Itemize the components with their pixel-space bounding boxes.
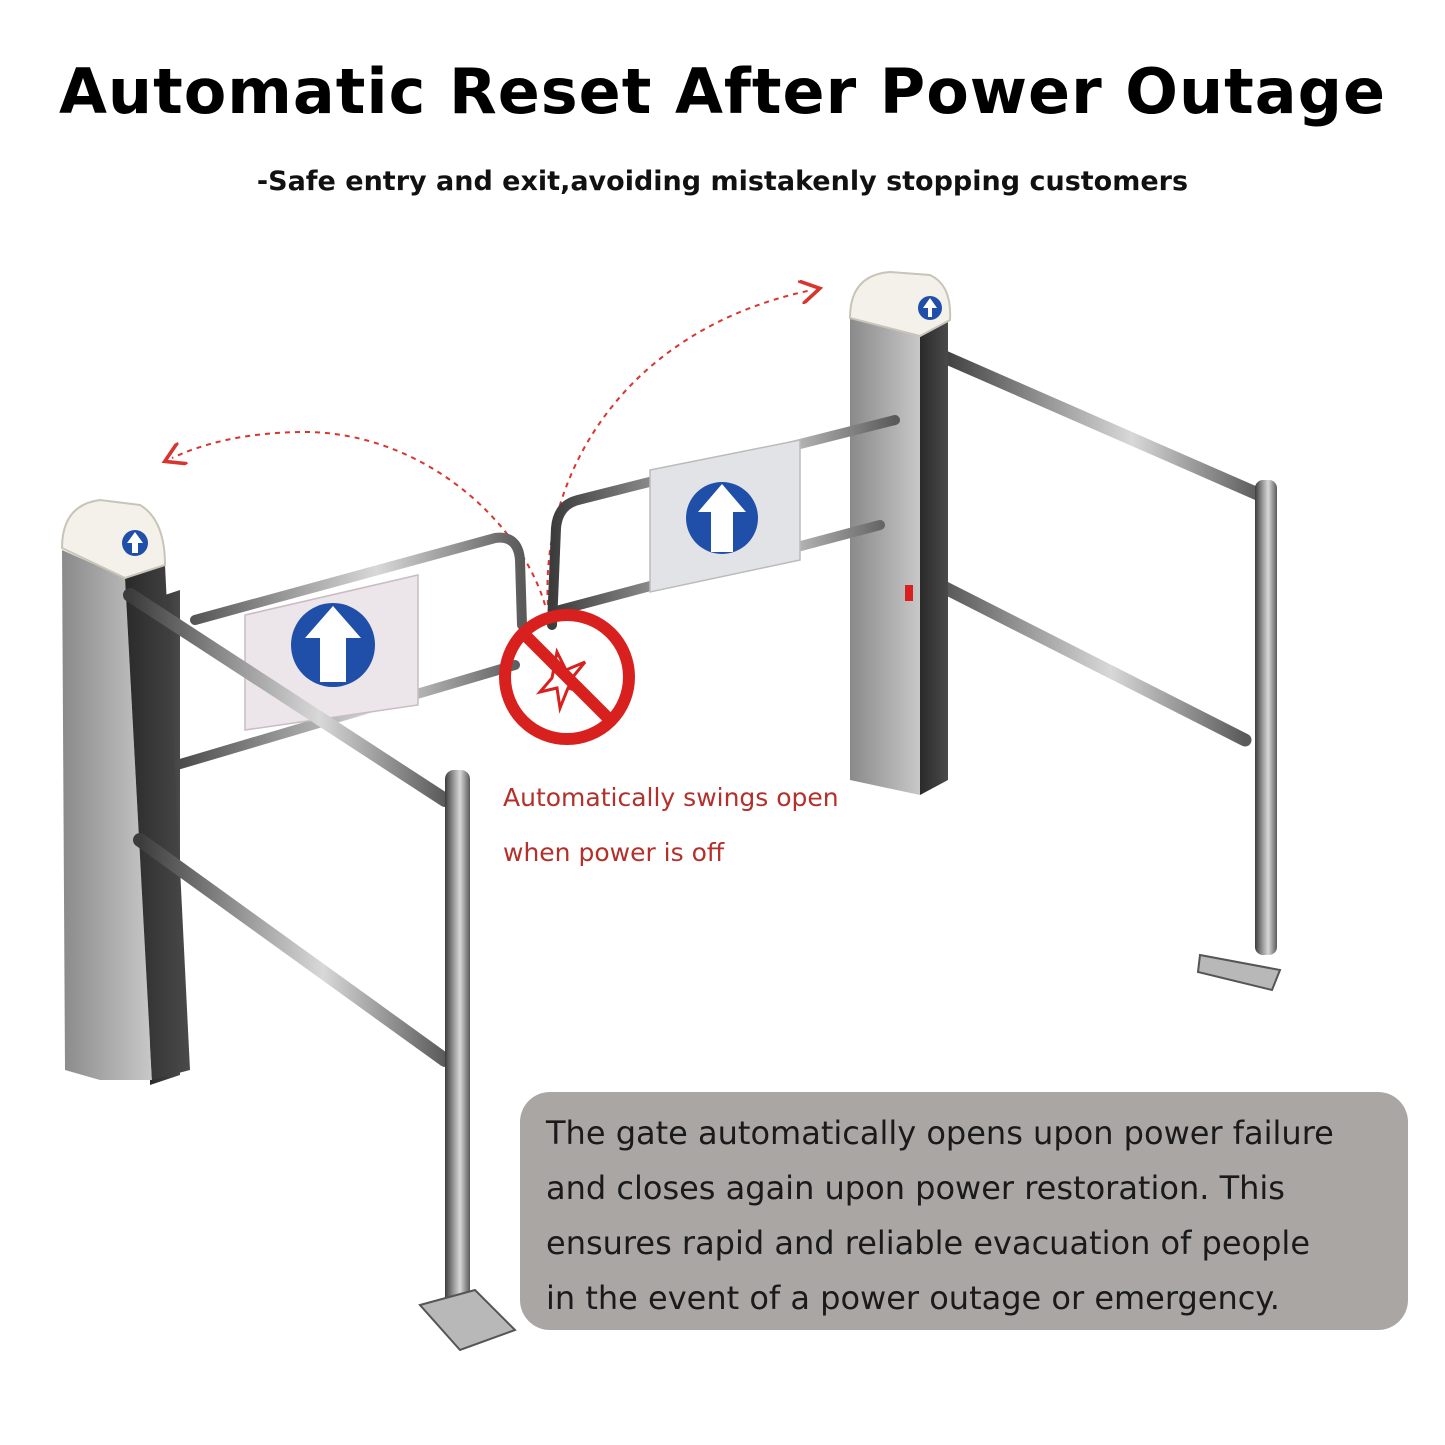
front-post-left (445, 770, 470, 1310)
callout-line-1: Automatically swings open (503, 783, 839, 812)
description-line: in the event of a power outage or emerge… (546, 1279, 1280, 1317)
description-line: and closes again upon power restoration.… (546, 1169, 1285, 1207)
pillar-left (62, 550, 152, 1080)
callout-line-2: when power is off (503, 838, 725, 867)
power-off-callout: Automatically swings open when power is … (503, 770, 839, 880)
post-foot-left (418, 1288, 517, 1352)
pillar-right (850, 318, 920, 795)
rear-post-right (1255, 480, 1277, 955)
page-subtitle: -Safe entry and exit,avoiding mistakenly… (256, 166, 1189, 197)
swing-door-left (155, 532, 527, 775)
swing-direction-arrow-icon (546, 290, 812, 606)
pillar-cap-right (848, 270, 952, 338)
pillar-cap-left (60, 498, 167, 580)
description-line: ensures rapid and reliable evacuation of… (546, 1224, 1310, 1262)
no-collision-icon (499, 609, 635, 745)
post-foot-right (1196, 953, 1282, 992)
description-box: The gate automatically opens upon power … (520, 1092, 1408, 1330)
page-title: Automatic Reset After Power Outage (58, 55, 1387, 128)
description-line: The gate automatically opens upon power … (546, 1114, 1334, 1152)
